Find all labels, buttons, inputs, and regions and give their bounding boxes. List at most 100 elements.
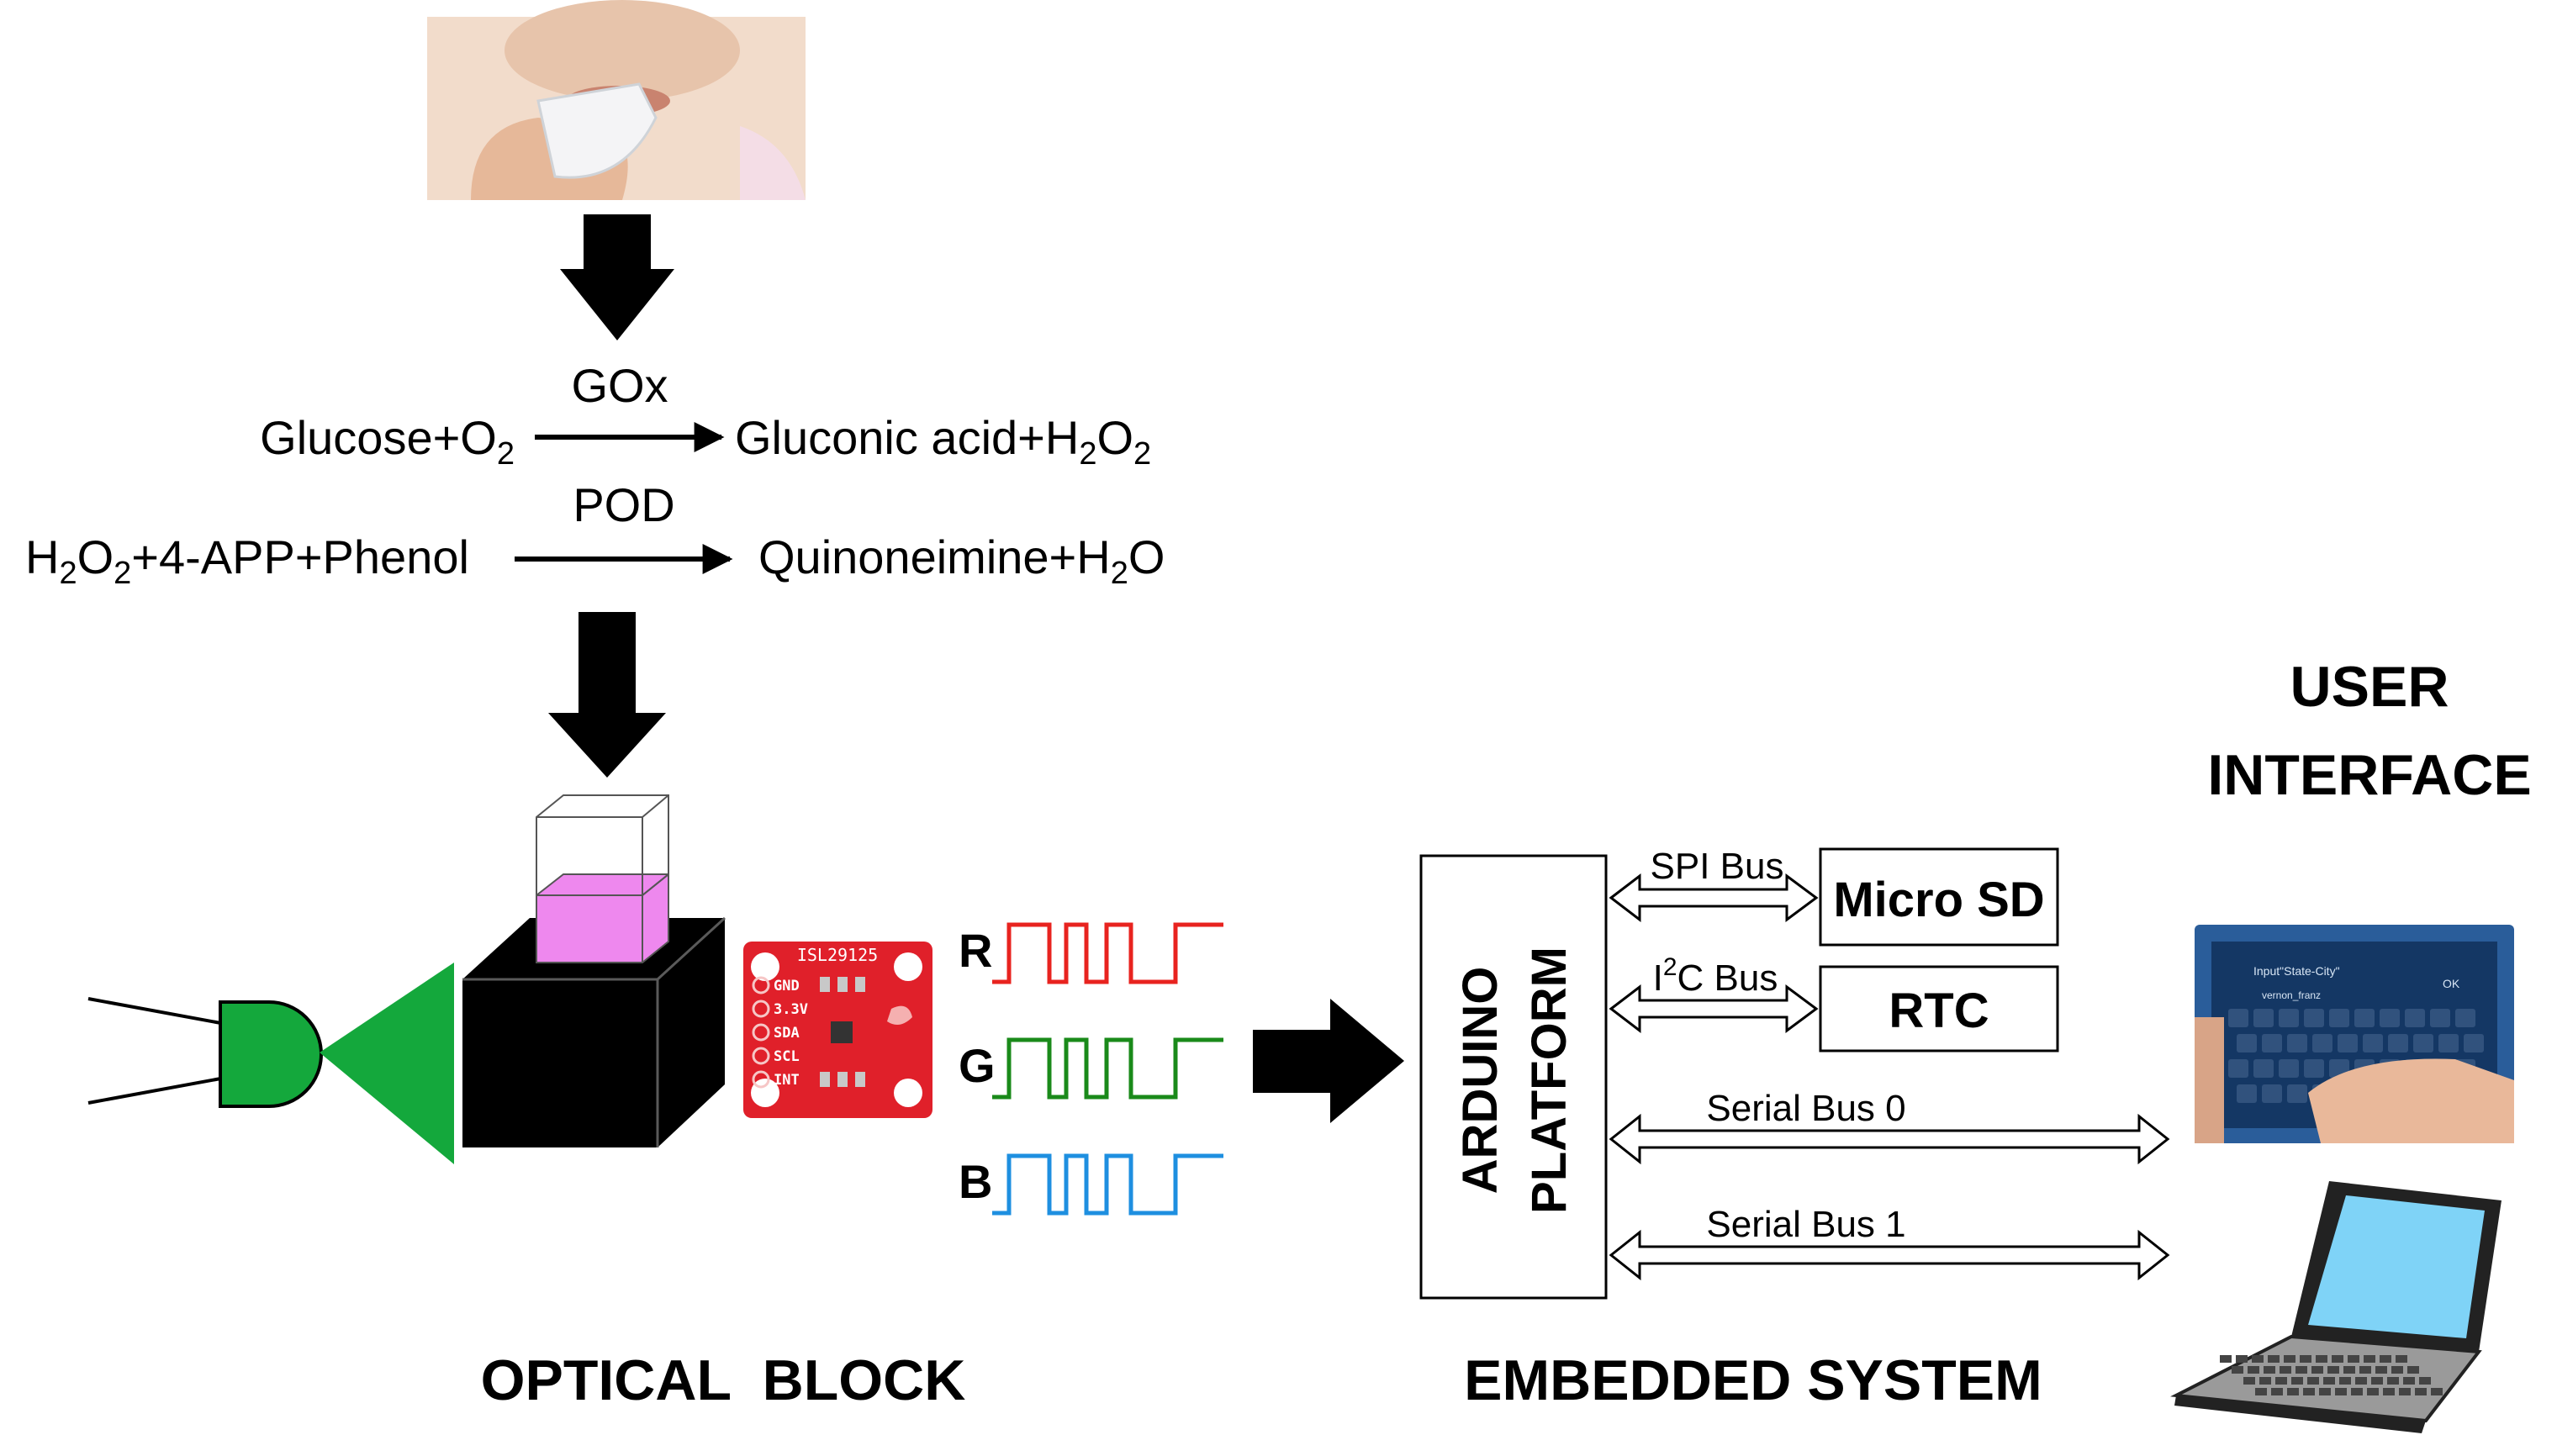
cuvette-icon bbox=[536, 794, 669, 963]
serial-bus-1-label: Serial Bus 1 bbox=[1706, 1204, 1905, 1245]
laptop-key bbox=[2311, 1366, 2323, 1374]
svg-text:SDA: SDA bbox=[774, 1025, 800, 1042]
micro-sd-box bbox=[1819, 847, 2059, 947]
keyboard-key bbox=[2464, 1034, 2484, 1052]
keyboard-key bbox=[2262, 1034, 2282, 1052]
i2c-bus-arrow bbox=[1609, 984, 1819, 1034]
laptop-key bbox=[2355, 1377, 2367, 1385]
sensor-chip-label: ISL29125 bbox=[797, 945, 878, 965]
laptop-key bbox=[2364, 1355, 2375, 1363]
laptop-key bbox=[2236, 1355, 2248, 1363]
laptop-key bbox=[2300, 1355, 2311, 1363]
keyboard-key bbox=[2363, 1034, 2383, 1052]
laptop-key bbox=[2295, 1366, 2307, 1374]
signal-b: B bbox=[959, 1153, 1223, 1216]
keyboard-key bbox=[2253, 1009, 2274, 1027]
laptop-key bbox=[2327, 1366, 2339, 1374]
svg-text:B: B bbox=[959, 1155, 992, 1208]
keyboard-key bbox=[2253, 1059, 2274, 1078]
laptop-key bbox=[2255, 1388, 2267, 1395]
user-interface-heading-2: INTERFACE bbox=[2207, 743, 2531, 807]
keyboard-key bbox=[2304, 1059, 2324, 1078]
cuvette-holder-cube bbox=[462, 916, 726, 1147]
flow-arrow-down-1 bbox=[560, 214, 674, 340]
svg-text:R: R bbox=[959, 924, 992, 977]
laptop-key bbox=[2332, 1355, 2343, 1363]
laptop-key bbox=[2359, 1366, 2371, 1374]
spi-bus-label: SPI Bus bbox=[1651, 846, 1784, 887]
laptop-key bbox=[2351, 1388, 2363, 1395]
keyboard-key bbox=[2279, 1059, 2299, 1078]
keyboard-key bbox=[2228, 1059, 2248, 1078]
keyboard-key bbox=[2228, 1009, 2248, 1027]
keyboard-key bbox=[2354, 1009, 2375, 1027]
reaction2-products: Quinoneimine+H2O bbox=[758, 530, 1165, 591]
rgb-sensor-board: ISL29125 GND 3.3V SDA SCL INT bbox=[743, 942, 932, 1118]
keyboard-key bbox=[2438, 1034, 2459, 1052]
keyboard-key bbox=[2338, 1034, 2358, 1052]
keyboard-key bbox=[2413, 1034, 2433, 1052]
reaction1-reactants: Glucose+O2 bbox=[260, 411, 515, 472]
laptop-key bbox=[2387, 1377, 2399, 1385]
light-beam bbox=[320, 963, 454, 1164]
keyboard-key bbox=[2279, 1009, 2299, 1027]
svg-text:G: G bbox=[959, 1039, 996, 1092]
keyboard-key bbox=[2262, 1084, 2282, 1103]
laptop-key bbox=[2268, 1355, 2280, 1363]
laptop-key bbox=[2431, 1388, 2443, 1395]
laptop-key bbox=[2264, 1366, 2275, 1374]
laptop-key bbox=[2339, 1377, 2351, 1385]
laptop-key bbox=[2407, 1366, 2419, 1374]
laptop-key bbox=[2291, 1377, 2303, 1385]
laptop-key bbox=[2396, 1355, 2407, 1363]
laptop-key bbox=[2380, 1355, 2391, 1363]
reaction1-products: Gluconic acid+H2O2 bbox=[735, 411, 1151, 472]
laptop-key bbox=[2343, 1366, 2355, 1374]
laptop-key bbox=[2367, 1388, 2379, 1395]
keyboard-key bbox=[2237, 1034, 2257, 1052]
laptop-key bbox=[2271, 1388, 2283, 1395]
keyboard-key bbox=[2430, 1009, 2450, 1027]
user-interface-heading: USER bbox=[2290, 655, 2449, 719]
serial-bus-0-arrow bbox=[1609, 1113, 2170, 1165]
flow-arrow-right bbox=[1253, 999, 1404, 1123]
laptop-key bbox=[2391, 1366, 2403, 1374]
arduino-platform-label-2: PLATFORM bbox=[1522, 947, 1577, 1214]
svg-text:INT: INT bbox=[774, 1072, 800, 1089]
keyboard-key bbox=[2304, 1009, 2324, 1027]
keyboard-key bbox=[2237, 1084, 2257, 1103]
laptop-key bbox=[2284, 1355, 2295, 1363]
keyboard-key bbox=[2287, 1034, 2307, 1052]
person-saliva-sample-image bbox=[427, 0, 806, 200]
laptop-key bbox=[2280, 1366, 2291, 1374]
laptop-key bbox=[2316, 1355, 2327, 1363]
rtc-box bbox=[1819, 965, 2059, 1052]
laptop-key bbox=[2307, 1377, 2319, 1385]
laptop-key bbox=[2248, 1366, 2259, 1374]
arduino-platform-label: ARDUINO bbox=[1453, 967, 1508, 1195]
micro-sd-label: Micro SD bbox=[1833, 873, 2044, 927]
svg-text:SCL: SCL bbox=[774, 1048, 800, 1065]
touchscreen-prompt: Input"State-City" bbox=[2253, 964, 2340, 978]
laptop-key bbox=[2232, 1366, 2243, 1374]
led-icon bbox=[87, 997, 323, 1108]
serial-bus-0-label: Serial Bus 0 bbox=[1706, 1088, 1905, 1129]
enzyme-gox: GOx bbox=[571, 359, 668, 412]
keyboard-key bbox=[2405, 1009, 2425, 1027]
serial-bus-1-arrow bbox=[1609, 1229, 2170, 1281]
laptop-key bbox=[2275, 1377, 2287, 1385]
embedded-system-heading: EMBEDDED SYSTEM bbox=[1464, 1348, 2042, 1412]
svg-text:GND: GND bbox=[774, 978, 800, 994]
laptop-key bbox=[2319, 1388, 2331, 1395]
arduino-platform-box bbox=[1419, 854, 1608, 1300]
laptop-key bbox=[2335, 1388, 2347, 1395]
laptop-key bbox=[2252, 1355, 2264, 1363]
keyboard-key bbox=[2380, 1009, 2400, 1027]
laptop-key bbox=[2259, 1377, 2271, 1385]
signal-g: G bbox=[959, 1037, 1223, 1100]
laptop-key bbox=[2220, 1355, 2232, 1363]
rtc-label: RTC bbox=[1889, 984, 1989, 1038]
i2c-bus-label: I2C Bus bbox=[1653, 953, 1778, 999]
laptop-key bbox=[2243, 1377, 2255, 1385]
